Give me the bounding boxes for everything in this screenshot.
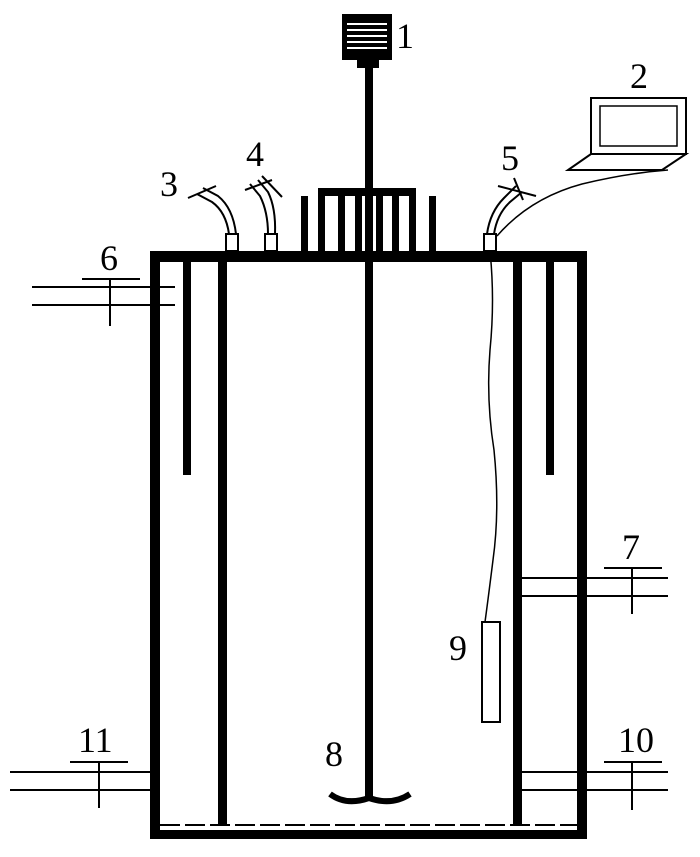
side-pipe-6 [32, 278, 175, 326]
label-7: 7 [622, 527, 640, 567]
label-1: 1 [396, 16, 414, 56]
baffle-left [183, 262, 191, 475]
label-2: 2 [630, 56, 648, 96]
label-11: 11 [78, 720, 113, 760]
probe-cable [484, 250, 498, 623]
sensor-probe [481, 621, 501, 723]
stirrer-shaft [365, 66, 373, 798]
label-5: 5 [501, 138, 519, 178]
label-4: 4 [246, 134, 264, 174]
vessel [150, 251, 587, 839]
label-10: 10 [618, 720, 654, 760]
impeller [328, 791, 412, 805]
motor [342, 14, 392, 68]
inner-tube-right [513, 262, 522, 826]
side-pipe-7 [522, 567, 668, 614]
side-pipe-10 [522, 761, 668, 810]
top-port-5 [483, 177, 537, 252]
side-pipe-11 [10, 761, 150, 808]
label-8: 8 [325, 734, 343, 774]
label-9: 9 [449, 628, 467, 668]
top-port-4 [244, 175, 283, 252]
shaft-seal-assembly [301, 188, 436, 252]
data-cable [496, 169, 669, 237]
label-6: 6 [100, 238, 118, 278]
laptop-icon [564, 97, 690, 171]
top-port-3 [187, 185, 239, 252]
baffle-right [546, 262, 554, 475]
label-3: 3 [160, 164, 178, 204]
inner-tube-left [218, 262, 227, 826]
